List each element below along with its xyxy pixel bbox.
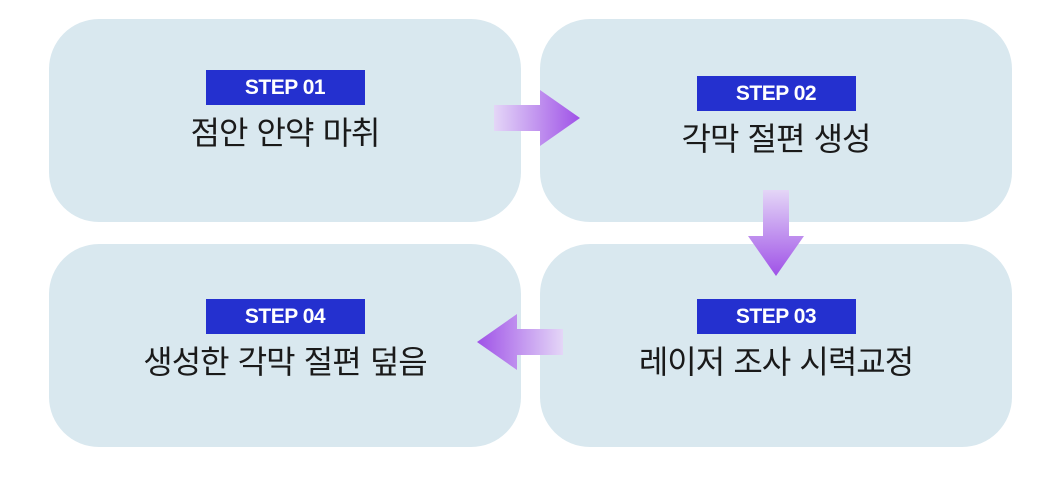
step-label-4: 생성한 각막 절편 덮음 <box>143 343 427 381</box>
step-badge-4: STEP 04 <box>205 299 365 334</box>
step-card-4: STEP 04 생성한 각막 절편 덮음 <box>49 244 521 447</box>
arrow-left-icon <box>477 314 563 370</box>
step-card-2: STEP 02 각막 절편 생성 <box>540 19 1012 222</box>
step-badge-2: STEP 02 <box>696 76 856 111</box>
step-label-1: 점안 안약 마취 <box>190 114 381 152</box>
step-card-1: STEP 01 점안 안약 마취 <box>49 19 521 222</box>
step-label-3: 레이저 조사 시력교정 <box>638 343 914 381</box>
step-card-3: STEP 03 레이저 조사 시력교정 <box>540 244 1012 447</box>
arrow-right-icon <box>494 90 580 146</box>
step-label-2: 각막 절편 생성 <box>681 120 872 158</box>
step-badge-3: STEP 03 <box>696 299 856 334</box>
step-badge-1: STEP 01 <box>205 70 365 105</box>
arrow-down-icon <box>748 190 804 276</box>
